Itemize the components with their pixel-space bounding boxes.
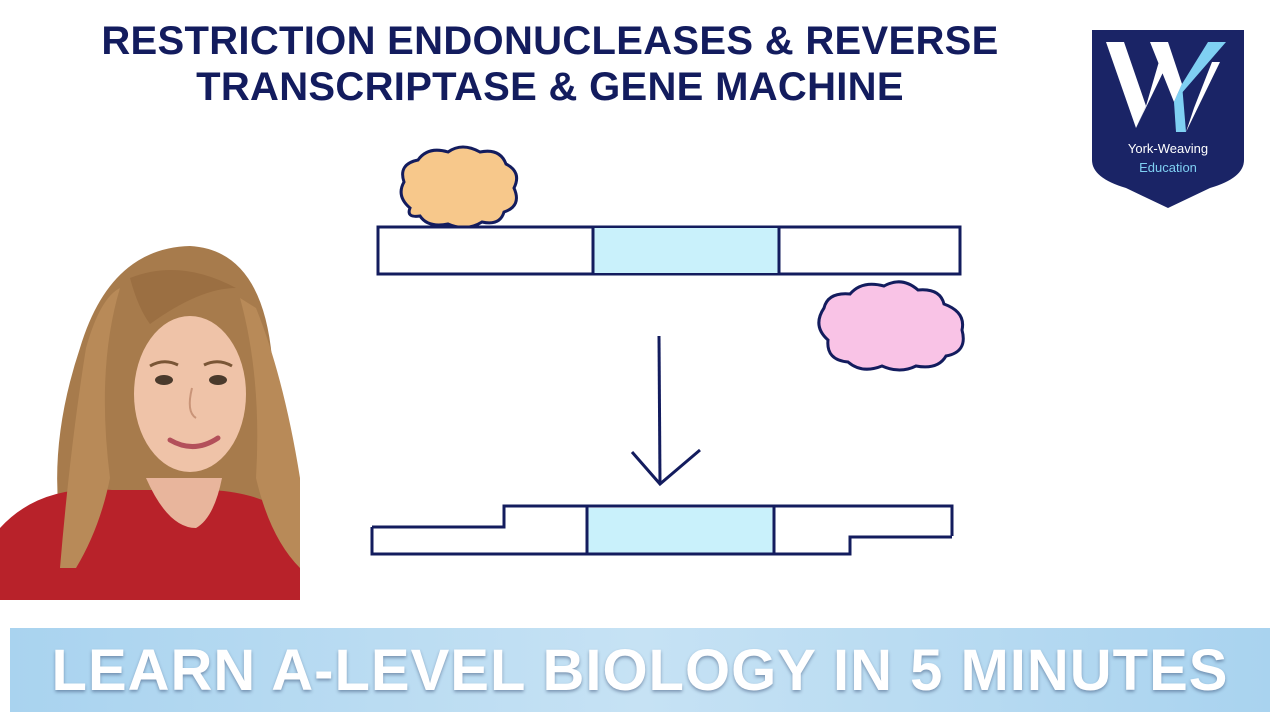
video-title: RESTRICTION ENDONUCLEASES & REVERSE TRAN… <box>20 18 1080 110</box>
dna-strand-cut <box>370 504 954 556</box>
dna-strand-uncut <box>376 225 962 276</box>
banner-text: LEARN A-LEVEL BIOLOGY IN 5 MINUTES <box>51 638 1229 703</box>
dna-cutting-diagram <box>370 145 965 556</box>
pink-cloud-icon <box>817 280 965 372</box>
presenter-photo <box>0 246 300 600</box>
logo-subtitle: Education <box>1139 160 1197 175</box>
york-weaving-logo: York-Weaving Education <box>1090 28 1246 210</box>
bottom-banner: LEARN A-LEVEL BIOLOGY IN 5 MINUTES <box>10 628 1270 712</box>
title-line-1: RESTRICTION ENDONUCLEASES & REVERSE <box>101 19 999 63</box>
gene-segment-top <box>593 228 779 273</box>
logo-name: York-Weaving <box>1127 141 1209 156</box>
title-line-2: TRANSCRIPTASE & GENE MACHINE <box>196 65 904 109</box>
gene-segment-bottom <box>587 508 774 553</box>
orange-cloud-icon <box>399 145 519 229</box>
shield-icon <box>1092 30 1244 208</box>
down-arrow-icon <box>630 335 701 487</box>
